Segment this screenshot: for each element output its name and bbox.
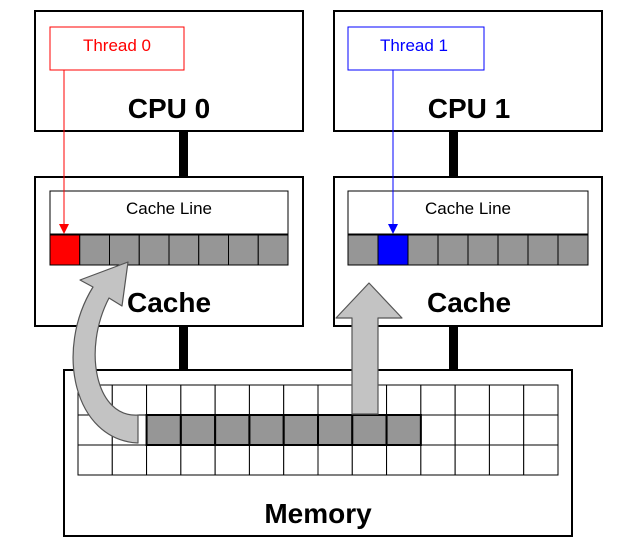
memory-cached-cell bbox=[317, 414, 354, 446]
memory-cached-cell bbox=[179, 414, 217, 446]
memory-cached-cell bbox=[351, 414, 388, 446]
cpu0-title: CPU 0 bbox=[128, 93, 210, 124]
cache0-cell bbox=[138, 234, 170, 266]
thread0-arrowhead-icon bbox=[59, 224, 69, 234]
thread1-label: Thread 1 bbox=[380, 36, 448, 55]
memory-cell bbox=[488, 414, 525, 446]
cpu1-cache1-bus bbox=[449, 131, 458, 177]
cache1-cell bbox=[407, 234, 439, 266]
cache0-line-cells bbox=[49, 234, 289, 266]
memory-title: Memory bbox=[264, 498, 372, 529]
straight-load-arrow-icon bbox=[335, 282, 403, 415]
cache1-cell bbox=[377, 234, 409, 266]
memory-cell bbox=[386, 384, 422, 416]
memory-cell bbox=[248, 444, 285, 476]
cache0-line-label-box bbox=[49, 190, 289, 235]
memory-block: Memory bbox=[63, 369, 573, 537]
memory-cell bbox=[146, 384, 182, 416]
memory-cell bbox=[351, 444, 388, 476]
cpu0-cache0-bus bbox=[179, 131, 188, 177]
cache0-title: Cache bbox=[127, 287, 211, 318]
memory-cell bbox=[454, 384, 490, 416]
memory-cell bbox=[146, 444, 182, 476]
memory-cell bbox=[111, 444, 148, 476]
thread1-arrowhead-icon bbox=[388, 224, 398, 234]
memory-cell bbox=[523, 384, 559, 416]
memory-grid bbox=[77, 384, 559, 476]
memory-cell bbox=[454, 414, 490, 446]
memory-cached-cell bbox=[385, 414, 422, 446]
thread0-label: Thread 0 bbox=[83, 36, 151, 55]
cache0-line-label: Cache Line bbox=[126, 199, 212, 218]
cpu1-title: CPU 1 bbox=[428, 93, 510, 124]
thread1-pointer bbox=[388, 70, 398, 234]
cache0-memory-bus bbox=[179, 326, 188, 370]
cache0-cell bbox=[49, 234, 81, 266]
memory-cached-cell bbox=[248, 414, 285, 446]
memory-cell bbox=[488, 444, 525, 476]
memory-cell bbox=[317, 444, 353, 476]
memory-cell bbox=[283, 384, 319, 416]
thread0-pointer bbox=[59, 70, 69, 234]
cache1-memory-bus bbox=[449, 326, 458, 370]
memory-cell bbox=[283, 444, 319, 476]
memory-cell bbox=[214, 384, 250, 416]
memory-cell bbox=[317, 384, 353, 416]
memory-cell bbox=[77, 444, 113, 476]
cache1-line-label: Cache Line bbox=[425, 199, 511, 218]
thread1-box bbox=[347, 26, 485, 71]
cache1-cell bbox=[557, 234, 589, 266]
cache0-cell bbox=[257, 234, 289, 266]
cpu1-block: Thread 1 CPU 1 bbox=[333, 10, 603, 132]
cache0-cell bbox=[168, 234, 200, 266]
memory-cell bbox=[488, 384, 525, 416]
memory-cell bbox=[454, 444, 490, 476]
memory-cell bbox=[420, 444, 456, 476]
memory-cached-cell bbox=[214, 414, 251, 446]
cache1-cell bbox=[527, 234, 559, 266]
memory-cell bbox=[180, 444, 216, 476]
cache1-line-cells bbox=[347, 234, 589, 266]
memory-cell bbox=[180, 384, 216, 416]
cache1-line-label-box bbox=[347, 190, 589, 235]
cache0-cell bbox=[109, 234, 140, 266]
memory-cached-cell bbox=[282, 414, 320, 446]
memory-cell bbox=[420, 414, 456, 446]
memory-cell bbox=[248, 384, 285, 416]
memory-cell bbox=[523, 414, 559, 446]
cache1-cell bbox=[347, 234, 379, 266]
cache1-cell bbox=[497, 234, 529, 266]
curved-load-arrow-icon bbox=[72, 261, 139, 444]
thread0-box bbox=[49, 26, 185, 71]
cache1-title: Cache bbox=[427, 287, 511, 318]
memory-cached-cell bbox=[145, 414, 182, 446]
memory-cell bbox=[214, 444, 250, 476]
memory-cell bbox=[523, 444, 559, 476]
memory-cell bbox=[386, 444, 422, 476]
cache0-block: Cache Line Cache bbox=[34, 176, 304, 327]
cache0-cell bbox=[79, 234, 110, 266]
cache1-cell bbox=[437, 234, 469, 266]
cache0-cell bbox=[198, 234, 229, 266]
cache1-cell bbox=[467, 234, 499, 266]
cache0-cell bbox=[228, 234, 259, 266]
memory-cell bbox=[420, 384, 456, 416]
cpu0-block: Thread 0 CPU 0 bbox=[34, 10, 304, 132]
